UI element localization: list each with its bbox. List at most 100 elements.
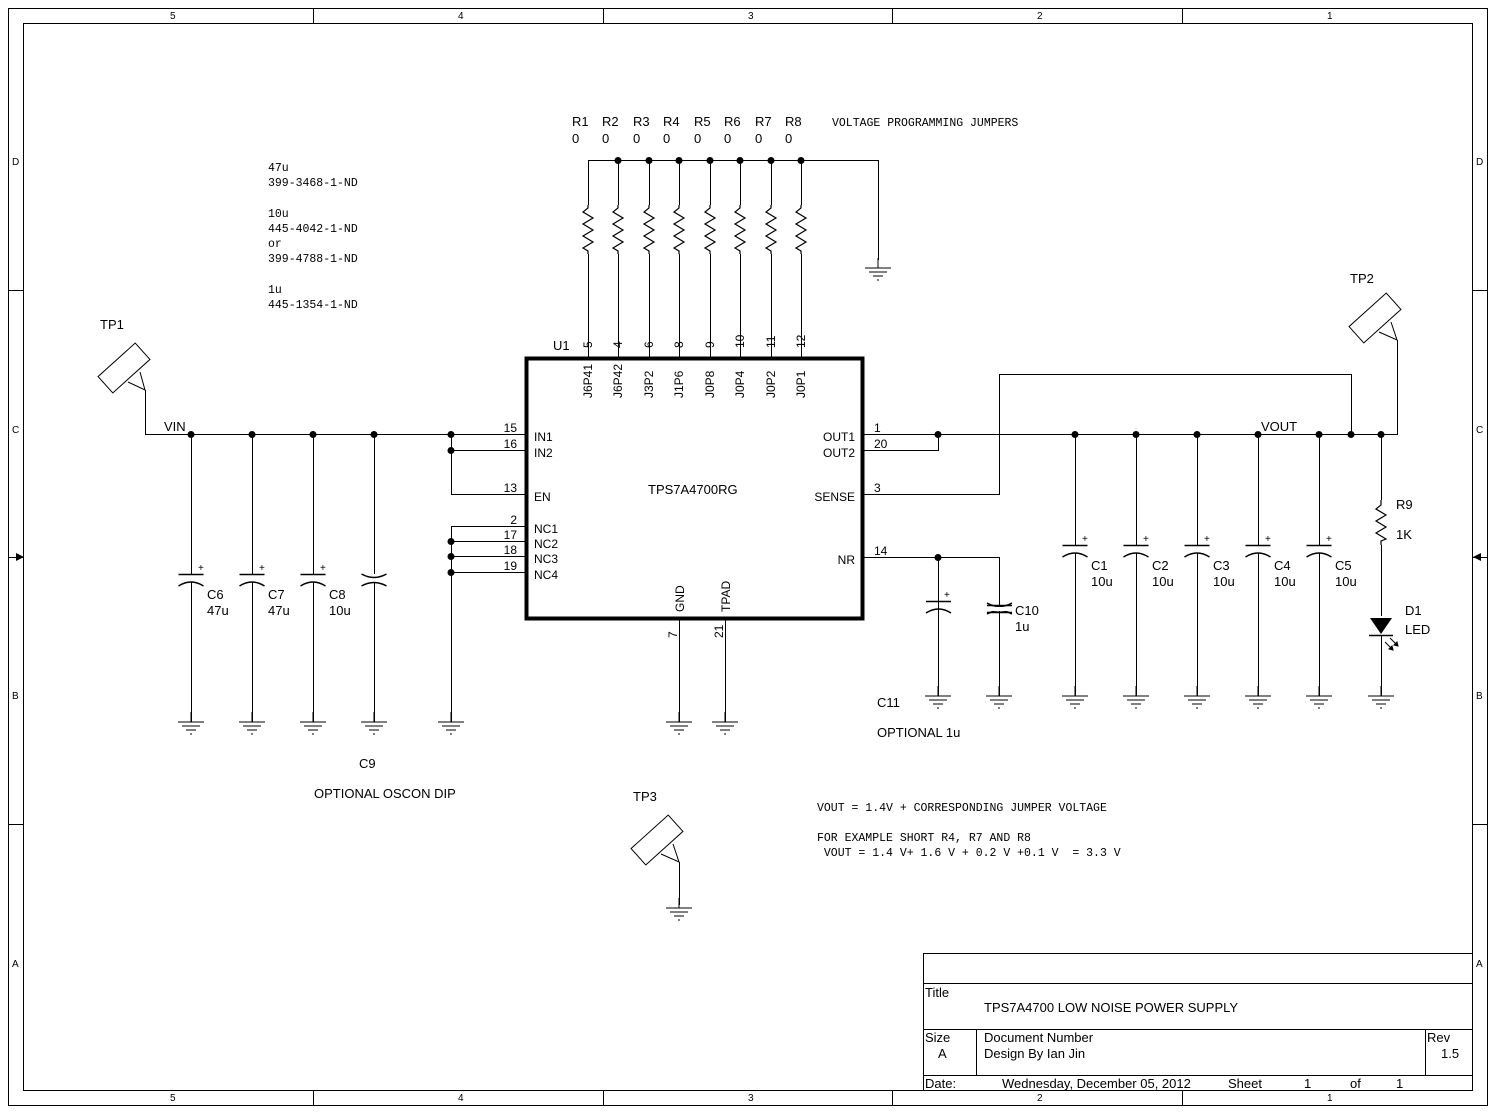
capacitor-value: 47u bbox=[207, 603, 229, 618]
zone-bottom-3: 3 bbox=[748, 1093, 754, 1104]
net-label-vin: VIN bbox=[164, 419, 186, 434]
formula-line: FOR EXAMPLE SHORT R4, R7 AND R8 bbox=[817, 832, 1031, 845]
title-label: Title bbox=[925, 985, 949, 1000]
resistor-value: 0 bbox=[785, 131, 792, 146]
testpoint-label: TP1 bbox=[100, 317, 124, 332]
nr-capacitor-c11[interactable]: + C11 bbox=[877, 590, 952, 710]
date-value: Wednesday, December 05, 2012 bbox=[1002, 1076, 1191, 1091]
ground-symbol bbox=[299, 711, 327, 735]
ground-symbol bbox=[437, 711, 465, 735]
ground-symbol bbox=[1061, 685, 1089, 709]
jumper-resistor-r6[interactable]: R60 bbox=[724, 114, 747, 358]
size-label: Size bbox=[925, 1030, 950, 1045]
testpoint-label: TP3 bbox=[633, 789, 657, 804]
jumper-resistor-r8[interactable]: R80 bbox=[785, 114, 808, 358]
capacitor-ref: C6 bbox=[207, 587, 224, 602]
capacitor-value: 10u bbox=[1335, 574, 1357, 589]
pin-number: 1 bbox=[874, 421, 881, 435]
input-capacitor-c9[interactable]: C9 bbox=[359, 434, 388, 771]
nr-capacitor-c10[interactable]: C10 1u bbox=[985, 602, 1039, 709]
zone-left-D: D bbox=[12, 157, 19, 168]
note-line: 1u bbox=[268, 284, 282, 297]
led-d1[interactable]: D1 LED bbox=[1367, 603, 1430, 709]
note-line: 399-3468-1-ND bbox=[268, 177, 358, 190]
vout-wiring bbox=[862, 340, 1398, 696]
pin-number: 19 bbox=[504, 559, 518, 573]
resistor-value: 0 bbox=[755, 131, 762, 146]
resistor-value: 0 bbox=[663, 131, 670, 146]
pin-number: 14 bbox=[874, 544, 888, 558]
zone-bottom-2: 2 bbox=[1037, 1093, 1043, 1104]
pin-name: J0P4 bbox=[733, 370, 747, 398]
pin-name: J1P6 bbox=[672, 370, 686, 398]
testpoint-tp3[interactable]: TP3 bbox=[630, 789, 693, 921]
part-number-notes: 47u 399-3468-1-ND 10u 445-4042-1-ND or 3… bbox=[268, 162, 358, 312]
pin-number: 13 bbox=[504, 481, 518, 495]
zone-left-A: A bbox=[12, 959, 19, 970]
pin-number: 3 bbox=[874, 481, 881, 495]
resistor-ref: R1 bbox=[572, 114, 589, 129]
ic-top-pins: 5J6P414J6P426J3P28J1P69J0P810J0P411J0P21… bbox=[581, 334, 808, 398]
center-arrow-left bbox=[16, 553, 24, 561]
drawing-title: TPS7A4700 LOW NOISE POWER SUPPLY bbox=[984, 1000, 1238, 1015]
polarity-plus: + bbox=[320, 563, 326, 574]
capacitor-ref: C10 bbox=[1015, 603, 1039, 618]
zone-top-5: 5 bbox=[170, 11, 176, 22]
ground-symbol bbox=[985, 685, 1013, 709]
capacitor-ref: C4 bbox=[1274, 558, 1291, 573]
jumper-resistor-r4[interactable]: R40 bbox=[663, 114, 686, 358]
capacitor-value: 10u bbox=[1274, 574, 1296, 589]
ground-symbol bbox=[1244, 685, 1272, 709]
testpoint-tp1[interactable]: TP1 bbox=[97, 317, 151, 394]
zone-bottom-5: 5 bbox=[170, 1093, 176, 1104]
jumper-resistor-r5[interactable]: R50 bbox=[694, 114, 717, 358]
resistor-r9[interactable]: R9 1K bbox=[1374, 497, 1413, 545]
formula-line: VOUT = 1.4V + CORRESPONDING JUMPER VOLTA… bbox=[817, 802, 1107, 815]
capacitor-value: 10u bbox=[1152, 574, 1174, 589]
capacitor-ref: C9 bbox=[359, 756, 376, 771]
resistor-value: 0 bbox=[694, 131, 701, 146]
sheet-label: Sheet bbox=[1228, 1076, 1262, 1091]
pin-number: 21 bbox=[712, 624, 726, 638]
capacitor-value: 10u bbox=[1091, 574, 1113, 589]
c11-note: OPTIONAL 1u bbox=[877, 725, 960, 740]
pin-name: OUT1 bbox=[823, 430, 855, 444]
capacitor-ref: C11 bbox=[877, 695, 900, 710]
jumper-resistor-r1[interactable]: R10 bbox=[572, 114, 595, 358]
pin-name: EN bbox=[534, 490, 551, 504]
capacitor-ref: C8 bbox=[329, 587, 346, 602]
of-label: of bbox=[1350, 1076, 1361, 1091]
c9-note: OPTIONAL OSCON DIP bbox=[314, 786, 456, 801]
sheet-number: 1 bbox=[1304, 1076, 1311, 1091]
capacitor-ref: C7 bbox=[268, 587, 285, 602]
testpoint-tp2[interactable]: TP2 bbox=[1348, 271, 1402, 344]
pin-name: OUT2 bbox=[823, 446, 855, 460]
jumper-resistor-r2[interactable]: R20 bbox=[602, 114, 625, 358]
jumper-resistor-r7[interactable]: R70 bbox=[755, 114, 778, 358]
jumper-resistor-r3[interactable]: R30 bbox=[633, 114, 656, 358]
pin-name: GND bbox=[673, 585, 687, 612]
resistor-ref: R9 bbox=[1396, 497, 1413, 512]
polarity-plus: + bbox=[944, 590, 950, 601]
note-line: 445-4042-1-ND bbox=[268, 223, 358, 236]
drawing-frame bbox=[8, 8, 1488, 1106]
pin-number: 18 bbox=[504, 543, 518, 557]
zone-bottom-4: 4 bbox=[458, 1093, 464, 1104]
resistor-value: 0 bbox=[724, 131, 731, 146]
zone-bottom-1: 1 bbox=[1327, 1093, 1333, 1104]
